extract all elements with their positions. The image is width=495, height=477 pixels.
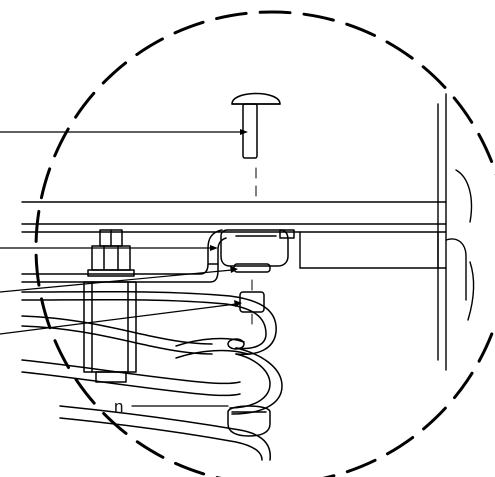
leader-line-4 [0, 303, 237, 335]
carriage-bolt [231, 92, 281, 197]
hex-nut [87, 229, 135, 277]
frame-plate [21, 201, 447, 269]
coil-spring [21, 290, 283, 461]
mounting-bracket [21, 229, 227, 283]
leader-lines [0, 129, 248, 407]
leader-line-3 [0, 269, 233, 293]
detail-boundary-circle [34, 10, 495, 477]
spring-clamp [83, 281, 137, 383]
lower-bumper [227, 405, 271, 437]
callout-5-label: n [114, 397, 124, 416]
spring-pad [233, 263, 271, 325]
rail-bulge [445, 169, 475, 321]
rubber-bumper [220, 229, 295, 267]
